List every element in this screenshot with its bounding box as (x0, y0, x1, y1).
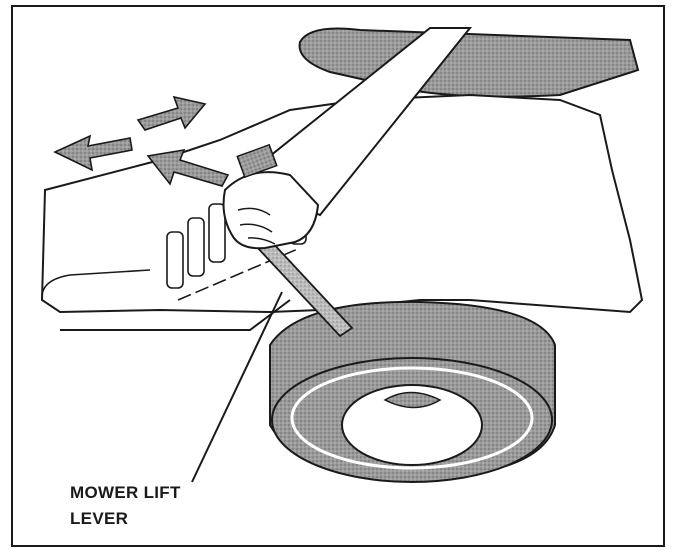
callout-label: MOWER LIFT LEVER (70, 480, 181, 532)
arrow-right-icon (136, 95, 207, 131)
body-edge (41, 269, 151, 301)
callout-leader (191, 291, 283, 483)
vent-slots (166, 195, 307, 289)
arrow-in-icon (146, 148, 230, 187)
figure-border (11, 5, 665, 547)
seat-back (298, 27, 640, 98)
lever-slot (177, 247, 301, 301)
panel-line (60, 299, 291, 331)
callout-line-1: MOWER LIFT (70, 483, 181, 502)
grip-pad (236, 143, 278, 179)
hand-icon (222, 27, 473, 250)
arrow-left-icon (53, 134, 133, 172)
callout-line-2: LEVER (70, 509, 129, 528)
rear-wheel (269, 300, 556, 483)
